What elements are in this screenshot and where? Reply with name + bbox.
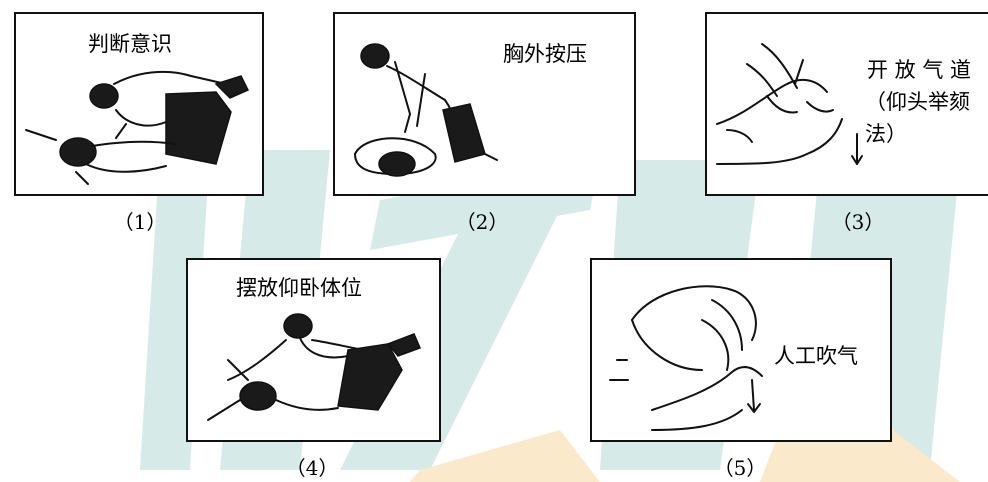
panel-label: 摆放仰卧体位	[236, 276, 362, 300]
panel-chest-compression: 胸外按压	[333, 12, 636, 196]
panel-caption: （4）	[285, 456, 339, 480]
panel-rescue-breathing: 人工吹气	[590, 258, 892, 442]
illustration-supine-position	[207, 313, 422, 421]
panel-label: 人工吹气	[774, 344, 858, 368]
panel-supine-position: 摆放仰卧体位	[186, 258, 441, 442]
illustration-check-consciousness	[25, 70, 250, 185]
illustration-rescue-breathing	[609, 285, 763, 431]
panel-label-line: 法）	[865, 122, 907, 146]
panel-caption: （3）	[831, 210, 885, 234]
panel-caption: （2）	[455, 210, 509, 234]
panel-label-line: （仰头举颏	[865, 90, 970, 114]
panel-caption: （5）	[713, 456, 767, 480]
illustration-chest-compression	[354, 43, 498, 177]
panel-label: 判断意识	[88, 32, 172, 56]
panel-label: 胸外按压	[503, 42, 587, 66]
panel-check-consciousness: 判断意识	[14, 12, 264, 196]
panel-caption: （1）	[113, 210, 167, 234]
illustration-open-airway	[716, 43, 863, 165]
panel-open-airway: 开 放 气 道 （仰头举颏 法）	[705, 12, 988, 196]
panel-label-line: 开 放 气 道	[867, 58, 972, 82]
